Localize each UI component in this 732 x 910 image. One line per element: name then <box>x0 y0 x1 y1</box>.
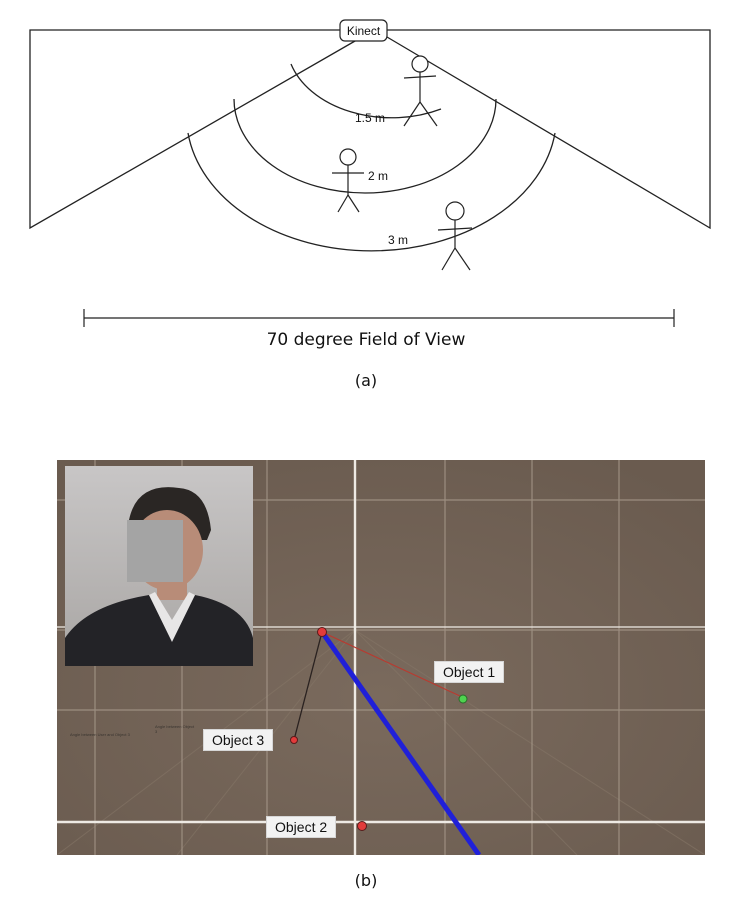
faint-note-2: Angle between Object 3 <box>155 724 195 734</box>
object2-marker <box>357 821 367 831</box>
kinect-sensor: Kinect <box>339 19 388 42</box>
user-marker <box>317 627 327 637</box>
kinect-label: Kinect <box>347 24 381 38</box>
scene-view <box>57 460 705 855</box>
person-figure-2m <box>332 148 364 213</box>
arc-label-1-5m: 1.5 m <box>355 111 385 125</box>
fov-left-boundary <box>29 29 363 230</box>
object3-label: Object 3 <box>203 729 274 751</box>
object1-label: Object 1 <box>434 661 505 683</box>
range-arc-1-5m <box>290 63 442 119</box>
caption-a: (a) <box>354 371 378 390</box>
faint-note-1: Angle between User and Object 3 <box>70 732 130 737</box>
person-figure-3m <box>437 201 473 271</box>
link-user-object1 <box>321 631 463 698</box>
link-user-object3 <box>293 631 323 741</box>
person-figure-1-5m <box>403 55 438 127</box>
object-markers <box>290 627 468 831</box>
object3-marker <box>290 736 298 744</box>
object2-label: Object 2 <box>266 816 337 838</box>
caption-b: (b) <box>354 871 378 890</box>
object-links <box>293 630 482 855</box>
face-blur-box <box>127 520 183 582</box>
user-pointing-ray <box>319 630 482 855</box>
range-arc-2m <box>233 98 497 194</box>
arc-label-2m: 2 m <box>368 169 388 183</box>
camera-feed-inset <box>65 466 253 666</box>
arc-label-3m: 3 m <box>388 233 408 247</box>
kinect-fov-diagram: 1.5 m 2 m 3 m Kinect <box>29 19 711 327</box>
fov-dimension-line <box>83 309 675 327</box>
range-arc-3m <box>187 132 556 252</box>
object1-marker <box>458 694 468 704</box>
fov-right-boundary <box>386 29 711 230</box>
fov-label: 70 degree Field of View <box>266 330 466 350</box>
